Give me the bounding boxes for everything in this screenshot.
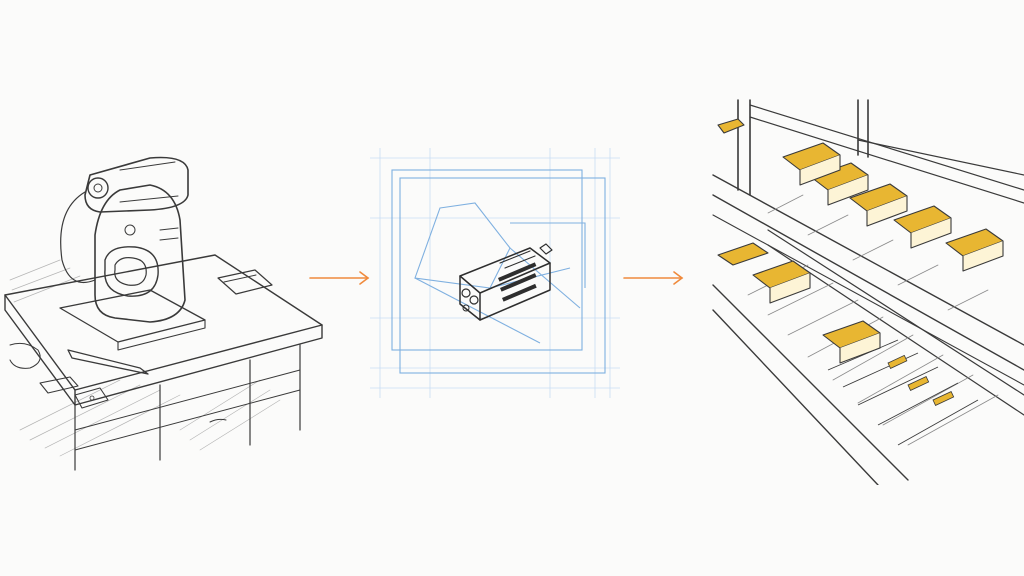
arrow-right-icon: [620, 268, 690, 288]
production-line-sketch-panel: [708, 95, 1024, 485]
workbench-sketch-panel: [0, 130, 330, 475]
module-blueprint-panel: [370, 148, 620, 398]
robot-arm-sketch-icon: [4, 156, 323, 471]
arrow-right-icon: [306, 268, 376, 288]
conveyor-line-sketch-icon: [712, 99, 1024, 485]
module-blueprint-icon: [370, 148, 620, 398]
